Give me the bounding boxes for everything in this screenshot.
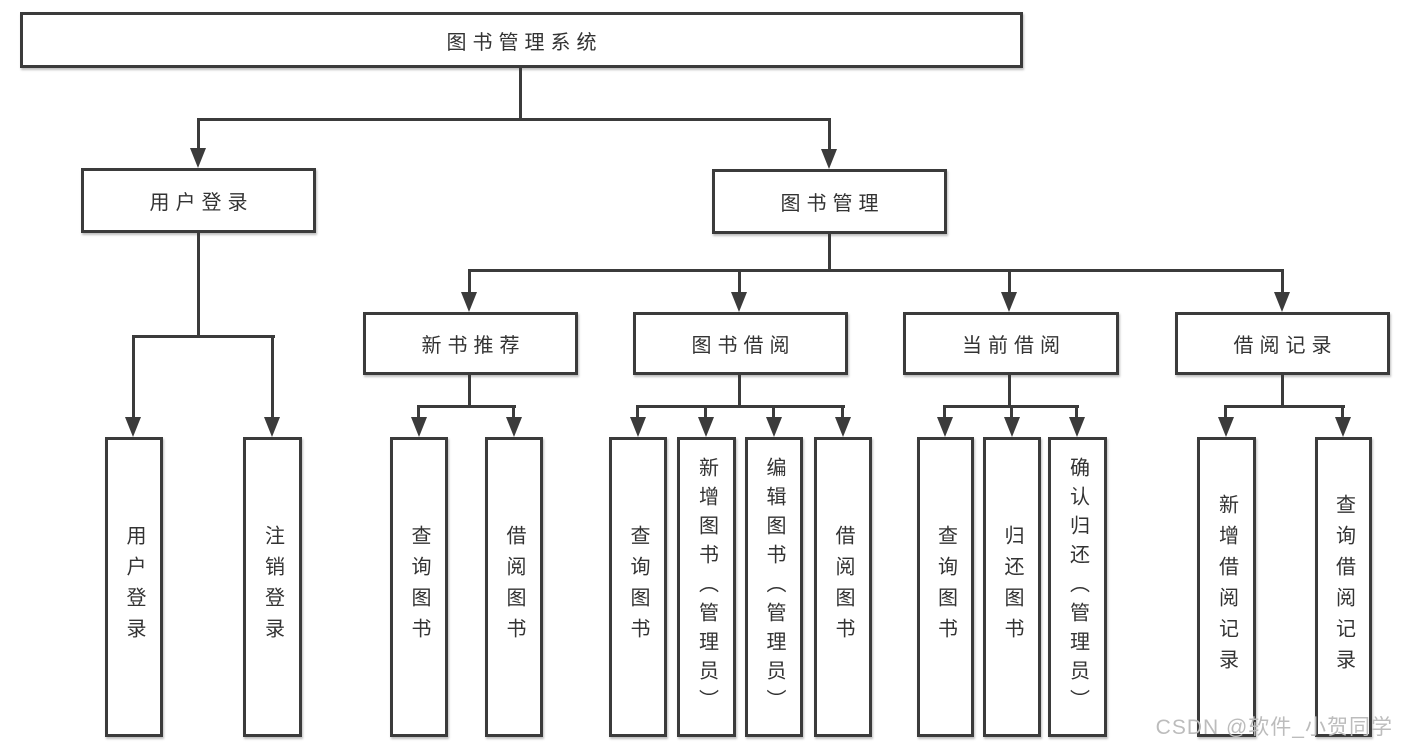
connector-to-book-borrow bbox=[738, 269, 741, 295]
leaf-edit-book-admin: 编辑图书（管理员） bbox=[745, 437, 803, 737]
connector-user-login-down bbox=[197, 233, 200, 337]
arrowhead-query-books-borrow bbox=[630, 417, 646, 437]
leaf-query-books-borrow: 查询图书 bbox=[609, 437, 667, 737]
arrowhead-borrow-records bbox=[1274, 292, 1290, 312]
leaf-query-books-current-label: 查询图书 bbox=[934, 525, 957, 649]
connector-to-leaf-user-login bbox=[132, 335, 135, 421]
leaf-add-book-admin-label: 新增图书（管理员） bbox=[695, 456, 718, 718]
connector-level3-horizontal bbox=[468, 269, 1284, 272]
node-root: 图书管理系统 bbox=[20, 12, 1023, 68]
connector-to-return-book bbox=[1010, 405, 1013, 421]
arrowhead-add-borrow-record bbox=[1218, 417, 1234, 437]
node-user-login-label: 用户登录 bbox=[149, 192, 254, 214]
arrowhead-query-books-recommend bbox=[411, 417, 427, 437]
connector-to-add-borrow-record bbox=[1224, 405, 1227, 421]
node-current-borrow-label: 当前借阅 bbox=[962, 335, 1066, 357]
node-book-borrow: 图书借阅 bbox=[633, 312, 848, 375]
leaf-borrow-books-label: 借阅图书 bbox=[832, 525, 854, 649]
arrowhead-confirm-return bbox=[1069, 417, 1085, 437]
node-new-book-recommend-label: 新书推荐 bbox=[421, 335, 526, 357]
leaf-user-login-label: 用户登录 bbox=[123, 525, 145, 649]
arrowhead-leaf-user-login bbox=[125, 417, 141, 437]
node-user-login: 用户登录 bbox=[81, 168, 316, 233]
leaf-logout-label: 注销登录 bbox=[261, 525, 284, 649]
leaf-add-book-admin: 新增图书（管理员） bbox=[677, 437, 736, 737]
connector-to-add-book bbox=[704, 405, 707, 421]
arrowhead-return-book bbox=[1004, 417, 1020, 437]
leaf-return-book: 归还图书 bbox=[983, 437, 1041, 737]
leaf-edit-book-admin-label: 编辑图书（管理员） bbox=[763, 456, 785, 718]
leaf-confirm-return-admin: 确认归还（管理员） bbox=[1048, 437, 1107, 737]
node-book-management: 图书管理 bbox=[712, 169, 947, 234]
connector-to-user-login bbox=[197, 118, 200, 152]
leaf-query-books-current: 查询图书 bbox=[917, 437, 974, 737]
node-book-management-label: 图书管理 bbox=[780, 193, 885, 215]
connector-borrow-horizontal bbox=[636, 405, 845, 408]
leaf-return-book-label: 归还图书 bbox=[1001, 525, 1023, 649]
node-book-borrow-label: 图书借阅 bbox=[691, 335, 796, 357]
leaf-confirm-return-admin-label: 确认归还（管理员） bbox=[1066, 456, 1089, 718]
connector-to-borrow-records bbox=[1281, 269, 1284, 295]
leaf-query-books-recommend-label: 查询图书 bbox=[408, 525, 430, 649]
connector-current-down bbox=[1008, 375, 1011, 407]
leaf-query-borrow-record: 查询借阅记录 bbox=[1315, 437, 1372, 737]
connector-to-new-book-recommend bbox=[468, 269, 471, 295]
arrowhead-edit-book bbox=[766, 417, 782, 437]
leaf-logout: 注销登录 bbox=[243, 437, 302, 737]
leaf-query-borrow-record-label: 查询借阅记录 bbox=[1332, 494, 1355, 680]
leaf-query-books-borrow-label: 查询图书 bbox=[627, 525, 649, 649]
arrowhead-borrow-books bbox=[835, 417, 851, 437]
connector-root-trunk bbox=[519, 68, 522, 120]
connector-borrow-down bbox=[738, 375, 741, 407]
connector-to-query-books-recommend bbox=[417, 405, 420, 421]
arrowhead-current-borrow bbox=[1001, 292, 1017, 312]
arrowhead-book-management bbox=[821, 149, 837, 169]
arrowhead-borrow-books-recommend bbox=[506, 417, 522, 437]
csdn-watermark: CSDN @软件_小贺同学 bbox=[1155, 716, 1393, 739]
connector-to-query-books-borrow bbox=[636, 405, 639, 421]
connector-book-management-down bbox=[828, 234, 831, 271]
arrowhead-add-book bbox=[698, 417, 714, 437]
arrowhead-query-books-current bbox=[937, 417, 953, 437]
leaf-user-login: 用户登录 bbox=[105, 437, 163, 737]
leaf-borrow-books: 借阅图书 bbox=[814, 437, 872, 737]
connector-recommend-horizontal bbox=[417, 405, 516, 408]
node-borrow-records-label: 借阅记录 bbox=[1233, 335, 1338, 357]
connector-to-borrow-books-recommend bbox=[512, 405, 515, 421]
connector-user-login-horizontal bbox=[132, 335, 275, 338]
node-borrow-records: 借阅记录 bbox=[1175, 312, 1390, 375]
connector-records-down bbox=[1281, 375, 1284, 407]
connector-to-book-management bbox=[828, 118, 831, 153]
connector-recommend-down bbox=[468, 375, 471, 407]
connector-level2-horizontal bbox=[197, 118, 831, 121]
connector-to-edit-book bbox=[772, 405, 775, 421]
arrowhead-new-book-recommend bbox=[461, 292, 477, 312]
connector-to-current-borrow bbox=[1008, 269, 1011, 295]
leaf-borrow-books-recommend: 借阅图书 bbox=[485, 437, 543, 737]
connector-to-borrow-books bbox=[841, 405, 844, 421]
arrowhead-query-borrow-record bbox=[1335, 417, 1351, 437]
arrowhead-book-borrow bbox=[731, 292, 747, 312]
connector-records-horizontal bbox=[1224, 405, 1345, 408]
leaf-add-borrow-record: 新增借阅记录 bbox=[1197, 437, 1256, 737]
node-new-book-recommend: 新书推荐 bbox=[363, 312, 578, 375]
leaf-add-borrow-record-label: 新增借阅记录 bbox=[1215, 494, 1238, 680]
node-root-label: 图书管理系统 bbox=[446, 31, 603, 54]
connector-to-confirm-return bbox=[1075, 405, 1078, 421]
arrowhead-user-login bbox=[190, 148, 206, 168]
leaf-borrow-books-recommend-label: 借阅图书 bbox=[503, 525, 525, 649]
leaf-query-books-recommend: 查询图书 bbox=[390, 437, 448, 737]
connector-to-query-borrow-record bbox=[1341, 405, 1344, 421]
connector-to-leaf-logout bbox=[271, 335, 274, 421]
arrowhead-leaf-logout bbox=[264, 417, 280, 437]
node-current-borrow: 当前借阅 bbox=[903, 312, 1119, 375]
connector-to-query-books-current bbox=[943, 405, 946, 421]
